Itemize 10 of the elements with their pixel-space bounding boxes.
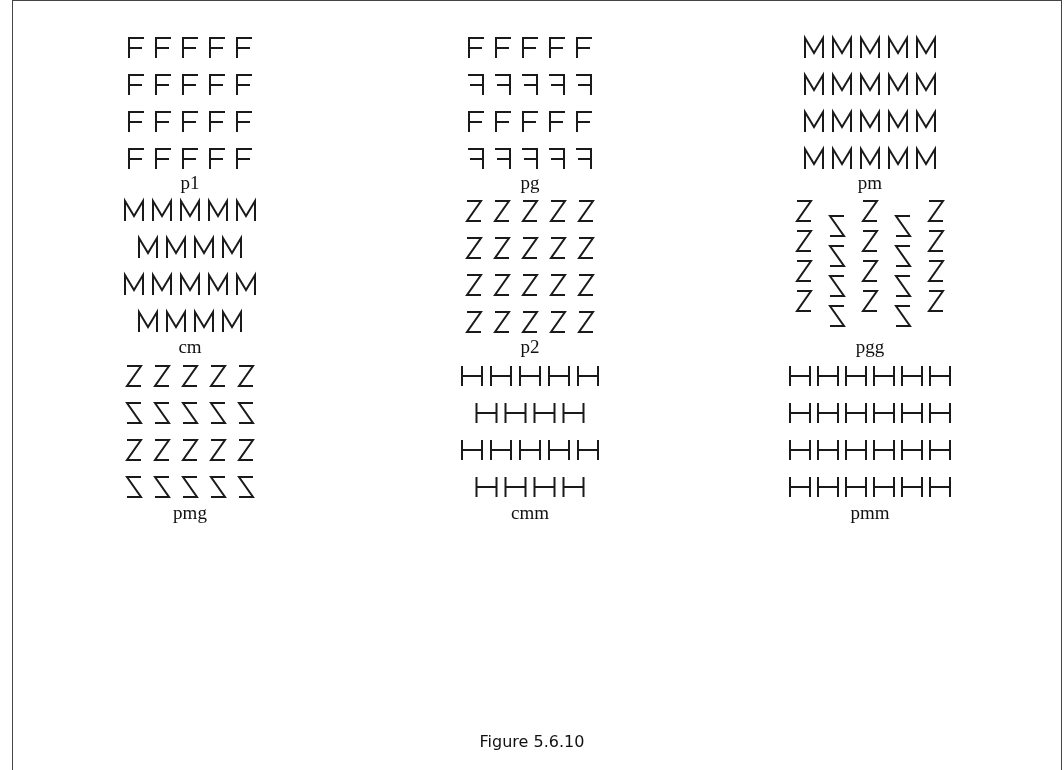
- pattern-name: pg: [519, 172, 541, 194]
- pattern-name: p1: [179, 172, 201, 194]
- pattern-name: cmm: [510, 502, 550, 524]
- figure-caption: Figure 5.6.10: [478, 732, 586, 751]
- pattern-name: p2: [519, 336, 541, 358]
- pattern-name: pmg: [172, 502, 208, 524]
- pattern-name: pgg: [854, 336, 886, 358]
- pattern-name: cm: [177, 336, 203, 358]
- pattern-name: pmm: [849, 502, 891, 524]
- pattern-name: pm: [856, 172, 884, 194]
